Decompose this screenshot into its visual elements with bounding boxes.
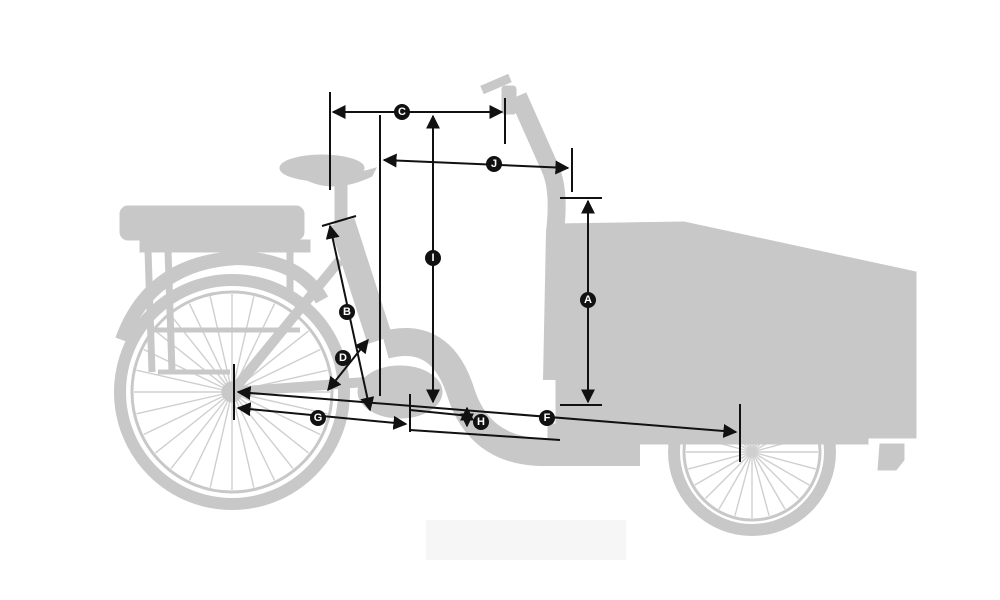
handlebar (480, 73, 517, 115)
seat-tube (329, 218, 393, 344)
wheel-spoke (209, 296, 233, 393)
dim-f-line (236, 386, 738, 438)
svg-text:B: B (343, 306, 351, 318)
wheel-spoke (188, 303, 233, 393)
svg-text:H: H (477, 416, 485, 428)
wheel-spoke (231, 391, 276, 481)
wheel-spoke (136, 369, 233, 393)
rear-rack (119, 205, 311, 375)
wheel-spoke (751, 451, 800, 500)
wheel-spoke (231, 391, 255, 488)
bike-silhouette (114, 73, 917, 560)
svg-text:A: A (584, 294, 592, 306)
badge-i: I (425, 250, 441, 266)
seat-stay (228, 256, 344, 396)
wheel-spoke (209, 391, 233, 488)
box-base (547, 423, 869, 445)
badge-h: H (473, 414, 489, 430)
cargo-box (555, 221, 917, 439)
wheel-spoke (704, 451, 753, 500)
wheel-spoke (718, 451, 753, 510)
steering-column (509, 92, 566, 381)
wheel-spoke (188, 391, 233, 481)
wheel-spoke (231, 348, 321, 393)
wheel-spoke (136, 391, 233, 415)
dimension-labels: C J I A B D G H F (310, 104, 596, 430)
wheel-spoke (734, 451, 753, 516)
wheel-spoke (143, 391, 233, 436)
svg-text:I: I (431, 252, 434, 264)
wheel-spoke (231, 296, 255, 393)
seat (279, 154, 377, 225)
svg-text:C: C (398, 106, 406, 118)
badge-j: J (486, 156, 502, 172)
badge-a: A (580, 292, 596, 308)
dim-j-line (382, 153, 570, 175)
wheel-spoke (751, 451, 810, 486)
dim-d-line (327, 338, 369, 392)
rear-fender (115, 250, 329, 343)
kickstand (877, 443, 905, 471)
ground-shadow (426, 520, 626, 560)
wheel-spoke (751, 451, 786, 510)
badge-g: G (310, 410, 326, 426)
svg-text:J: J (491, 158, 497, 170)
badge-d: D (335, 350, 351, 366)
badge-b: B (339, 304, 355, 320)
svg-text:D: D (339, 352, 347, 364)
wheel-spoke (694, 451, 753, 486)
badge-c: C (394, 104, 410, 120)
badge-f: F (539, 410, 555, 426)
svg-text:G: G (314, 412, 323, 424)
chain-guard (357, 365, 443, 419)
wheel-spoke (154, 391, 233, 454)
svg-text:F: F (544, 412, 551, 424)
wheel-spoke (751, 451, 816, 470)
wheel-spoke (751, 451, 770, 516)
wheel-spoke (688, 451, 753, 470)
wheel-spoke (170, 391, 233, 470)
